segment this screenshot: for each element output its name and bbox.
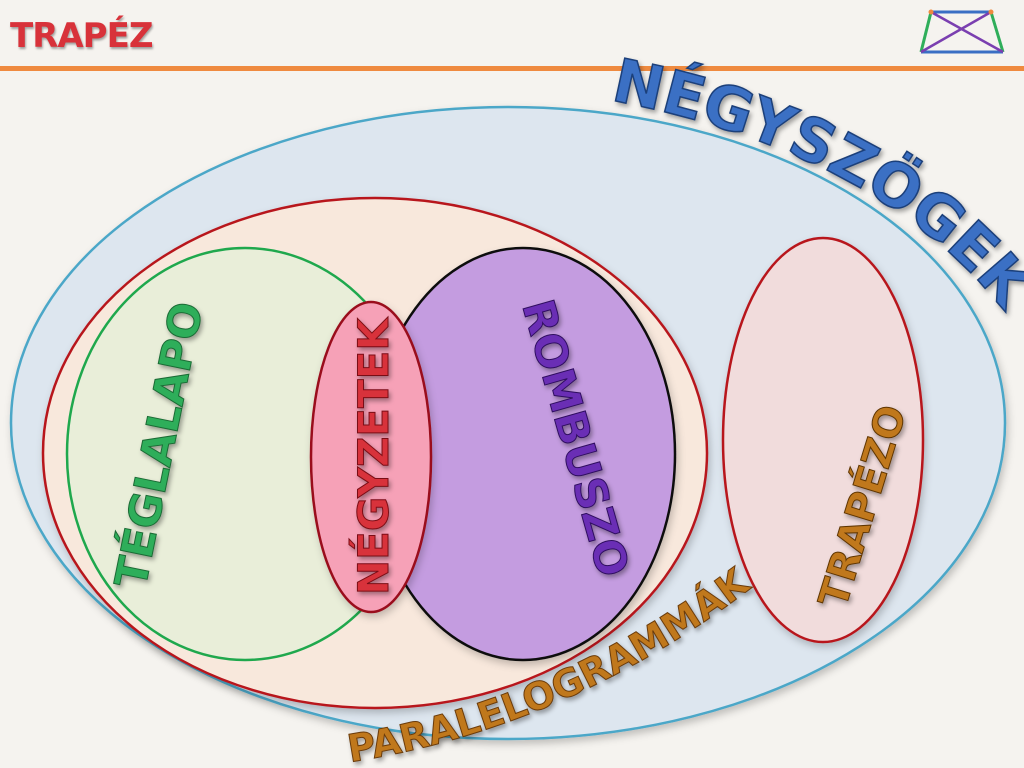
slide-title: TRAPÉZ — [10, 16, 153, 56]
squares-set — [309, 300, 433, 614]
header-rule — [0, 66, 1024, 71]
squares-label: NÉGYZETEK — [348, 317, 398, 595]
trapezoids-set — [721, 236, 925, 644]
trapezoid-with-diagonals-icon — [919, 9, 1005, 54]
